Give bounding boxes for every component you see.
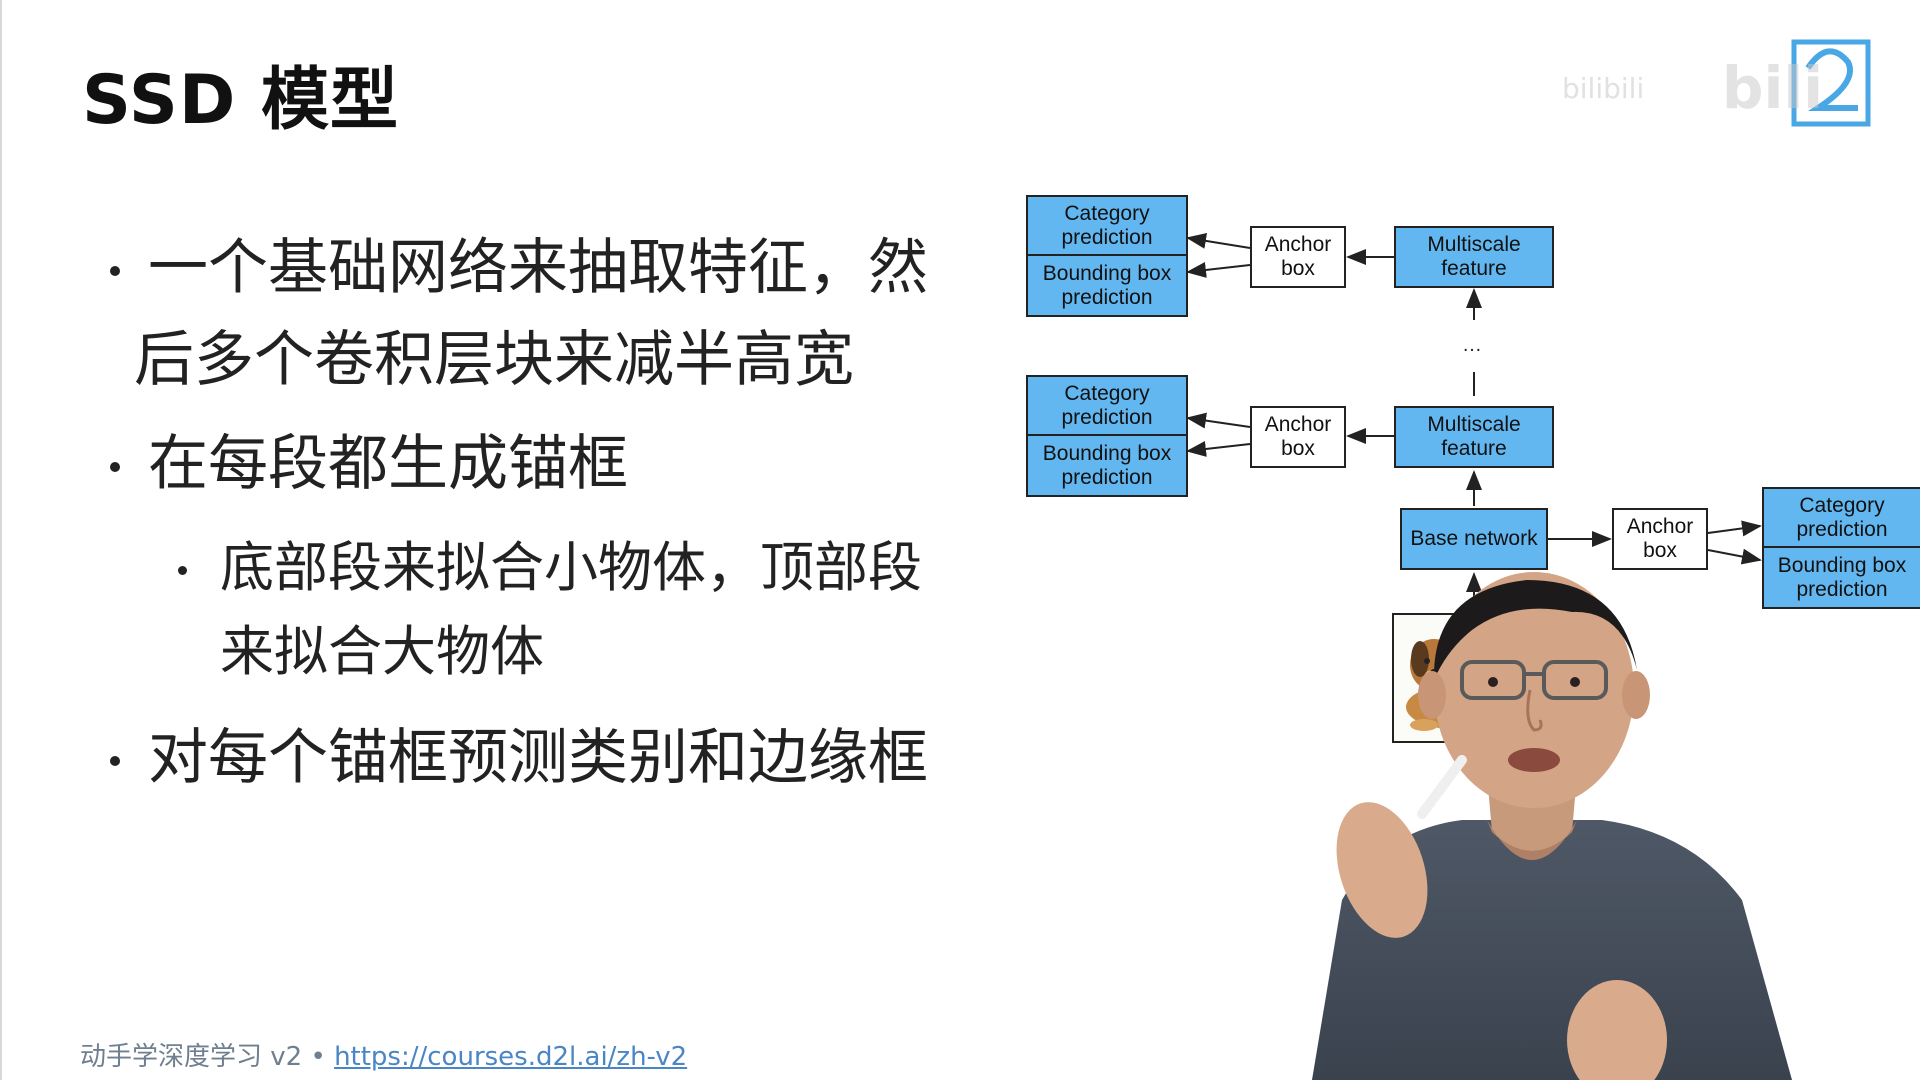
sub-bullet-line-2: 来拟合大物体 bbox=[220, 620, 544, 683]
sub-bullet-dot bbox=[178, 566, 187, 575]
watermark-logo: bilibili bili bbox=[1562, 28, 1882, 128]
anchor-box-node: Anchor box bbox=[1612, 508, 1708, 570]
slide-title: SSD 模型 bbox=[82, 61, 400, 140]
category-prediction-box: Category prediction bbox=[1764, 489, 1920, 548]
bullet-1: 一个基础网络来抽取特征，然 后多个卷积层块来减半高宽 bbox=[134, 222, 928, 406]
category-bbox-stack-top: Category prediction Bounding box predict… bbox=[1026, 195, 1188, 317]
presenter-video bbox=[1312, 572, 1792, 1080]
bullet-3: 对每个锚框预测类别和边缘框 bbox=[148, 712, 928, 804]
category-bbox-stack-middle: Category prediction Bounding box predict… bbox=[1026, 375, 1188, 497]
multiscale-feature-node: Multiscale feature bbox=[1394, 226, 1554, 288]
category-prediction-box: Category prediction bbox=[1028, 377, 1186, 436]
svg-text:bili: bili bbox=[1722, 54, 1823, 122]
multiscale-feature-node: Multiscale feature bbox=[1394, 406, 1554, 468]
d2l-logo-icon: bili bbox=[1722, 39, 1871, 127]
bullet-1-line-2: 后多个卷积层块来减半高宽 bbox=[134, 325, 854, 395]
category-prediction-box: Category prediction bbox=[1028, 197, 1186, 256]
bullet-dot bbox=[110, 266, 120, 276]
sub-bullet: 底部段来拟合小物体，顶部段 来拟合大物体 bbox=[220, 526, 922, 694]
footer: 动手学深度学习 v2 • https://courses.d2l.ai/zh-v… bbox=[80, 1036, 687, 1073]
anchor-box-node: Anchor box bbox=[1250, 226, 1346, 288]
bounding-box-prediction-box: Bounding box prediction bbox=[1042, 261, 1172, 309]
sub-bullet-line-1: 底部段来拟合小物体，顶部段 bbox=[220, 536, 922, 599]
bullet-dot bbox=[110, 462, 120, 472]
course-link[interactable]: https://courses.d2l.ai/zh-v2 bbox=[334, 1042, 688, 1072]
anchor-box-node: Anchor box bbox=[1250, 406, 1346, 468]
footer-text: 动手学深度学习 v2 • bbox=[80, 1042, 335, 1072]
bullet-dot bbox=[110, 756, 120, 766]
bounding-box-prediction-box: Bounding box prediction bbox=[1042, 441, 1172, 489]
bullet-2-line-1: 在每段都生成锚框 bbox=[148, 429, 628, 499]
logo-text: bilibili bbox=[1562, 72, 1645, 105]
bullet-3-line-1: 对每个锚框预测类别和边缘框 bbox=[148, 723, 928, 793]
bullet-1-line-1: 一个基础网络来抽取特征，然 bbox=[148, 233, 928, 303]
bounding-box-prediction-box: Bounding box prediction bbox=[1777, 553, 1907, 601]
ellipsis: … bbox=[1462, 334, 1482, 356]
bullet-2: 在每段都生成锚框 bbox=[148, 418, 628, 510]
base-network-node: Base network bbox=[1400, 508, 1548, 570]
category-bbox-stack-bottom: Category prediction Bounding box predict… bbox=[1762, 487, 1920, 609]
